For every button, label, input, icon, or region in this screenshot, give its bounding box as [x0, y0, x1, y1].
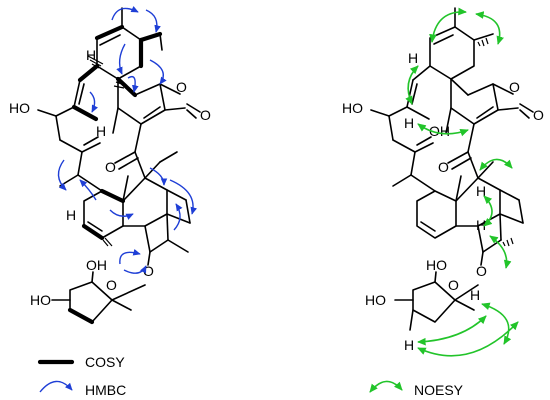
- noesy-arrows: [405, 7, 519, 357]
- left-butenolide: [117, 78, 201, 125]
- right-label-h-top: H: [408, 50, 418, 66]
- legend: COSY HMBC NOESY: [37, 354, 464, 398]
- right-label-oh-sugar: HO: [426, 257, 447, 273]
- right-label-o-lactone: O: [533, 107, 544, 123]
- left-label-o-lactone: O: [200, 107, 211, 123]
- left-label-ho-upper: HO: [9, 100, 30, 116]
- left-label-o-ring: O: [176, 79, 187, 95]
- right-label-o-sugar-ring: O: [448, 277, 459, 293]
- right-label-h-sugar-a: H: [470, 287, 480, 303]
- right-label-o-ketone: O: [438, 159, 449, 175]
- legend-hmbc-swatch: [39, 380, 73, 393]
- right-decalin: [416, 161, 524, 253]
- right-butenolide: [450, 78, 534, 125]
- left-label-h-mid: H: [66, 207, 76, 223]
- right-structure: HO OH O O O O HO HO O H H H H H H: [342, 7, 544, 357]
- left-label-oh-sugar: OH: [86, 257, 107, 273]
- right-label-h-sugar-b: H: [404, 337, 414, 353]
- left-label-ho-enol: H: [96, 123, 106, 139]
- left-structure: HO H O O O O OH HO O H H: [9, 5, 211, 325]
- left-label-ho-sugar: HO: [30, 292, 51, 308]
- right-carbonyl-link: [447, 123, 479, 179]
- left-label-h-top: H: [86, 47, 96, 63]
- left-stereo-wedges: [87, 55, 125, 247]
- right-label-o-ring: O: [509, 79, 520, 95]
- hmbc-arrows: [57, 5, 198, 274]
- left-sugar: [51, 251, 151, 325]
- left-top-ring: [94, 7, 163, 98]
- legend-noesy-swatch: [369, 380, 403, 393]
- left-label-o-ketone: O: [105, 159, 116, 175]
- legend-cosy-label: COSY: [85, 354, 125, 370]
- legend-hmbc-label: HMBC: [85, 382, 126, 398]
- left-macrocycle-arm: [37, 63, 119, 192]
- right-label-h-decalin-a: H: [476, 183, 486, 199]
- legend-noesy-label: NOESY: [414, 382, 464, 398]
- right-label-h-macro: H: [404, 115, 414, 131]
- right-label-h-decalin-b: H: [476, 217, 486, 233]
- left-carbonyl-link: [114, 123, 146, 179]
- left-label-o-glycoside: O: [143, 263, 154, 279]
- right-label-ho-upper: HO: [342, 100, 363, 116]
- left-label-o-sugar-ring: O: [106, 277, 117, 293]
- right-label-ho-sugar: HO: [365, 292, 386, 308]
- left-decalin: [81, 151, 191, 253]
- right-label-o-glycoside: O: [476, 263, 487, 279]
